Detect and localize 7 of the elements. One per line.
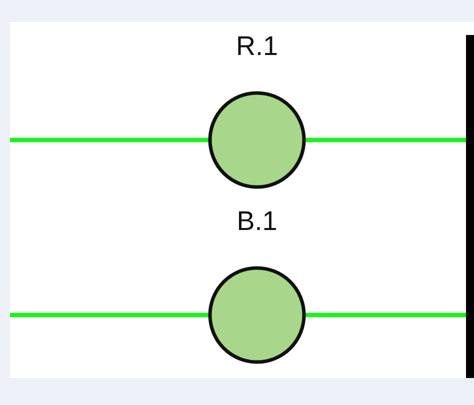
connector-line — [306, 138, 466, 142]
node-label: B.1 — [236, 206, 278, 236]
connector-line — [10, 138, 208, 142]
connector-line — [306, 312, 466, 318]
connector-line — [10, 312, 208, 318]
end-bar — [466, 35, 474, 378]
node-label: R.1 — [234, 31, 280, 61]
